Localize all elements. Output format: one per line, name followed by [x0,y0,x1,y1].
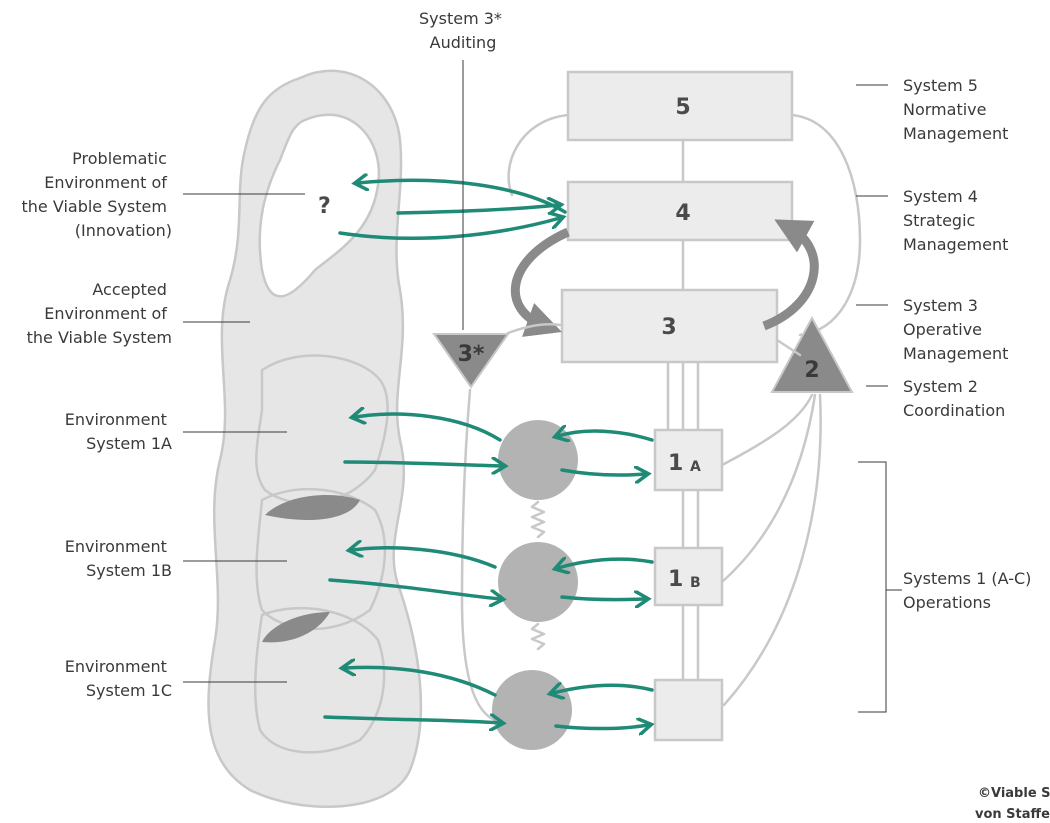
accepted-environment-label: Accepted Environment of the Viable Syste… [27,280,172,347]
environment-1c-label: Environment System 1C [65,657,172,700]
management-node-1b [498,542,578,622]
management-structure: 5 4 3 2 3* [434,72,860,720]
op-1b-box [655,548,722,605]
svg-text:B: B [690,575,701,591]
system3-number: 3 [661,315,676,340]
system2-number: 2 [804,358,819,383]
system3-label: System 3 Operative Management [903,296,1008,363]
system4-number: 4 [675,201,690,226]
management-node-1c [492,670,572,750]
system2-label: System 2 Coordination [903,377,1005,420]
op-1c-box [655,680,722,740]
svg-text:1: 1 [668,451,683,476]
system4-to-3-arrow [515,232,568,326]
operations: 1 A 1 B [492,395,821,750]
question-mark: ? [318,194,331,219]
problematic-environment-label: Problematic Environment of the Viable Sy… [22,149,172,240]
system5-number: 5 [675,95,690,120]
copyright-notice: ©Viable S von Staffe [975,786,1050,822]
system3star-label: System 3* Auditing [419,9,507,52]
environment-1a-label: Environment System 1A [65,410,172,453]
system5-label: System 5 Normative Management [903,76,1008,143]
svg-text:A: A [690,459,701,475]
systems1-label: Systems 1 (A-C) Operations [903,569,1036,612]
svg-text:1: 1 [668,567,683,592]
environment-1b-label: Environment System 1B [65,537,172,580]
system4-label: System 4 Strategic Management [903,187,1008,254]
system3star-number: 3* [458,342,485,367]
management-node-1a [498,420,578,500]
op-1a-box [655,430,722,490]
